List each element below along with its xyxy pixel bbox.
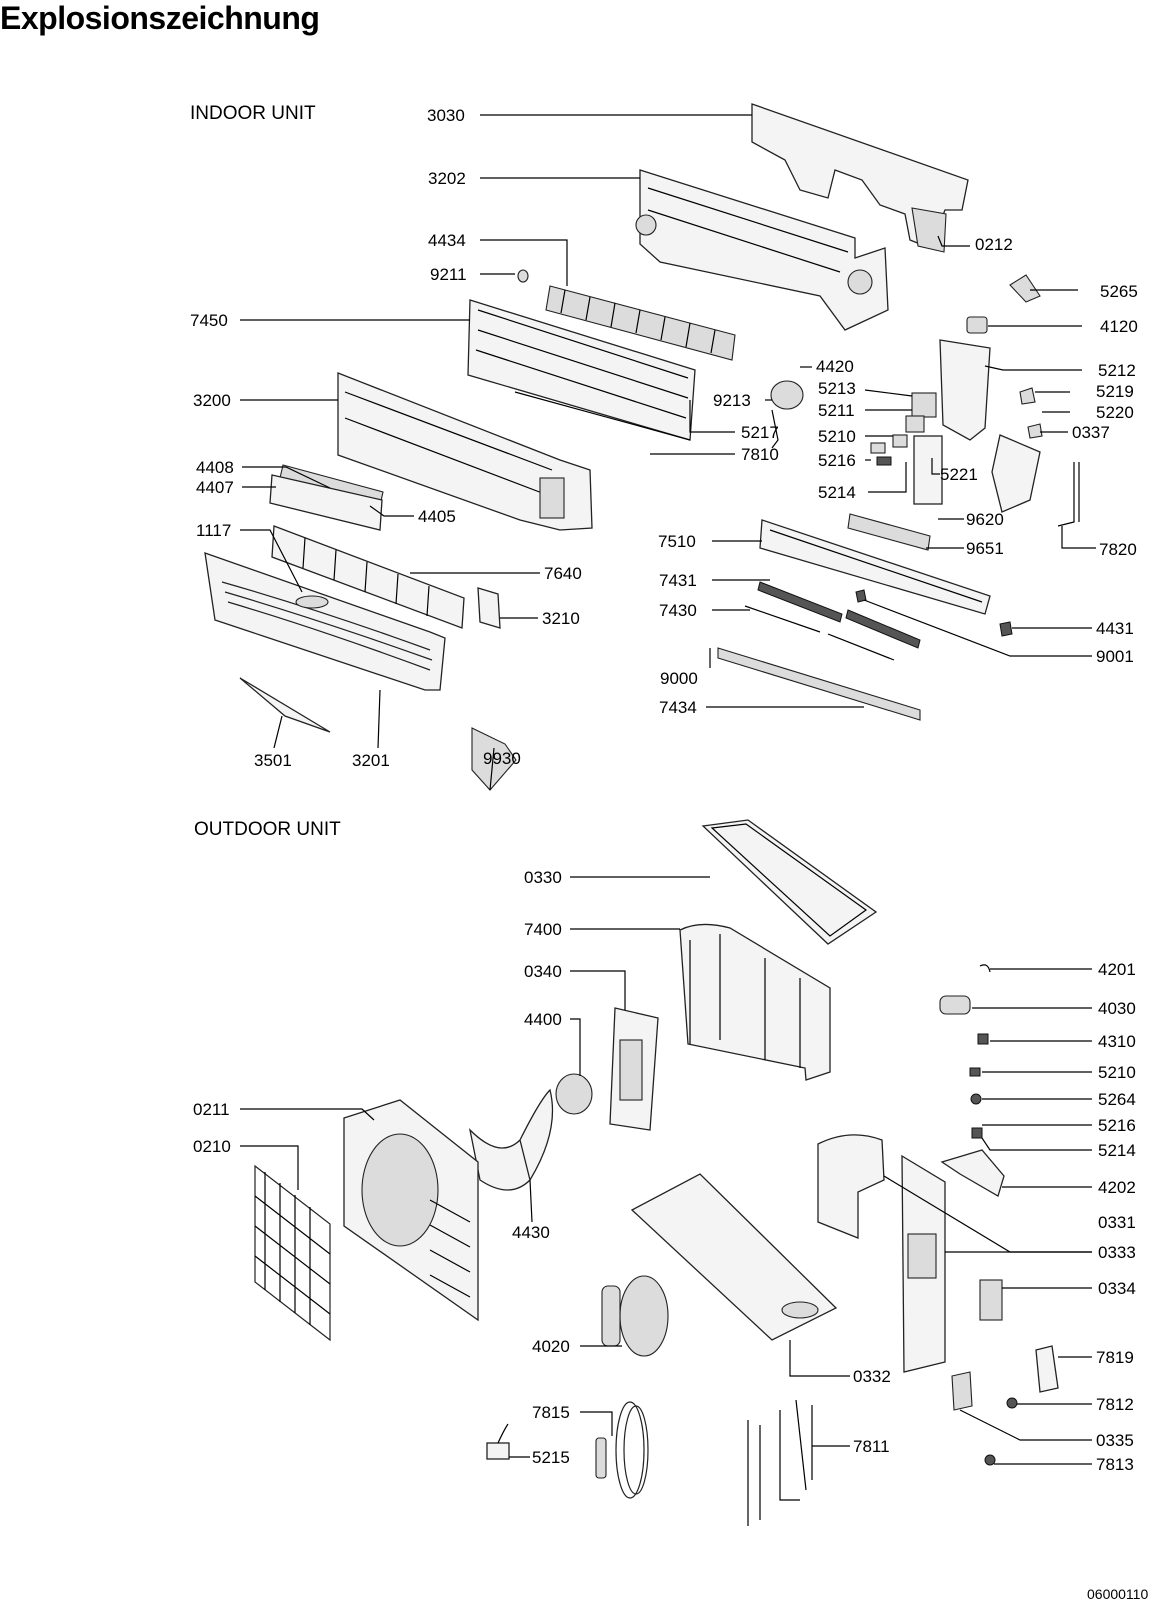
part-label-3030: 3030 [427, 106, 465, 125]
part-label-5212: 5212 [1098, 361, 1136, 380]
indoor-parts [204, 103, 1080, 791]
outdoor-parts [254, 819, 1059, 1526]
part-label-0333: 0333 [1098, 1243, 1136, 1262]
part-label-5213: 5213 [818, 379, 856, 398]
part-label-9000: 9000 [660, 669, 698, 688]
part-label-5216: 5216 [818, 451, 856, 470]
part-label-3210: 3210 [542, 609, 580, 628]
part-label-7813: 7813 [1096, 1455, 1134, 1474]
document-code: 06000110 [1087, 1586, 1149, 1602]
part-label-5216-outdoor: 5216 [1098, 1116, 1136, 1135]
part-label-7510: 7510 [658, 532, 696, 551]
part-label-5215: 5215 [532, 1448, 570, 1467]
part-label-4430: 4430 [512, 1223, 550, 1242]
part-label-7820: 7820 [1099, 540, 1137, 559]
part-label-5217: 5217 [741, 423, 779, 442]
part-label-5210: 5210 [818, 427, 856, 446]
part-label-4400: 4400 [524, 1010, 562, 1029]
part-label-7815: 7815 [532, 1403, 570, 1422]
part-label-1117: 1117 [196, 521, 231, 540]
part-label-5211: 5211 [818, 401, 855, 420]
part-label-4120: 4120 [1100, 317, 1138, 336]
part-label-4407: 4407 [196, 478, 234, 497]
part-label-0331: 0331 [1098, 1213, 1136, 1232]
part-label-7812: 7812 [1096, 1395, 1134, 1414]
part-label-0335: 0335 [1096, 1431, 1134, 1450]
part-label-0211: 0211 [193, 1100, 230, 1119]
part-label-5221: 5221 [940, 465, 978, 484]
part-label-3201: 3201 [352, 751, 390, 770]
indoor-unit-heading: INDOOR UNIT [190, 103, 316, 124]
part-label-4020: 4020 [532, 1337, 570, 1356]
outdoor-unit-heading: OUTDOOR UNIT [194, 819, 341, 840]
part-label-0340: 0340 [524, 962, 562, 981]
part-label-7810: 7810 [741, 445, 779, 464]
part-label-4201: 4201 [1098, 960, 1136, 979]
leader-lines [240, 114, 1096, 1465]
part-label-5220: 5220 [1096, 403, 1134, 422]
part-label-5265: 5265 [1100, 282, 1138, 301]
part-label-9651: 9651 [966, 539, 1004, 558]
part-label-3501: 3501 [254, 751, 292, 770]
part-label-5219: 5219 [1096, 382, 1134, 401]
part-label-4202: 4202 [1098, 1178, 1136, 1197]
part-label-5214: 5214 [818, 483, 856, 502]
part-label-4431: 4431 [1096, 619, 1134, 638]
part-label-4405: 4405 [418, 507, 456, 526]
part-label-3202: 3202 [428, 169, 466, 188]
part-label-4434: 4434 [428, 231, 466, 250]
part-label-7811: 7811 [853, 1437, 890, 1456]
part-label-7430: 7430 [659, 601, 697, 620]
indoor-part-labels: 3030 3202 0212 4434 9211 5265 7450 4120 … [190, 106, 1138, 770]
part-label-7640: 7640 [544, 564, 582, 583]
part-label-5214-outdoor: 5214 [1098, 1141, 1136, 1160]
part-label-9213: 9213 [713, 391, 751, 410]
part-label-9001: 9001 [1096, 647, 1134, 666]
part-label-0332: 0332 [853, 1367, 891, 1386]
part-label-5210-outdoor: 5210 [1098, 1063, 1136, 1082]
part-label-7819: 7819 [1096, 1348, 1134, 1367]
part-label-0337: 0337 [1072, 423, 1110, 442]
part-label-4420: 4420 [816, 357, 854, 376]
part-label-9620: 9620 [966, 510, 1004, 529]
part-label-3200: 3200 [193, 391, 231, 410]
part-label-4408: 4408 [196, 458, 234, 477]
part-label-0334: 0334 [1098, 1279, 1136, 1298]
part-label-0212: 0212 [975, 235, 1013, 254]
part-label-7431: 7431 [659, 571, 697, 590]
part-label-9930: 9930 [483, 749, 521, 768]
part-label-0330: 0330 [524, 868, 562, 887]
page-title: Explosionszeichnung [0, 0, 320, 36]
part-label-5264: 5264 [1098, 1090, 1136, 1109]
part-label-7400: 7400 [524, 920, 562, 939]
part-label-0210: 0210 [193, 1137, 231, 1156]
part-label-9211: 9211 [430, 265, 467, 284]
part-label-4030: 4030 [1098, 999, 1136, 1018]
part-label-4310: 4310 [1098, 1032, 1136, 1051]
part-label-7434: 7434 [659, 698, 697, 717]
part-label-7450: 7450 [190, 311, 228, 330]
outdoor-part-labels: 0330 7400 4201 0340 4030 4400 4310 5210 … [193, 868, 1136, 1474]
